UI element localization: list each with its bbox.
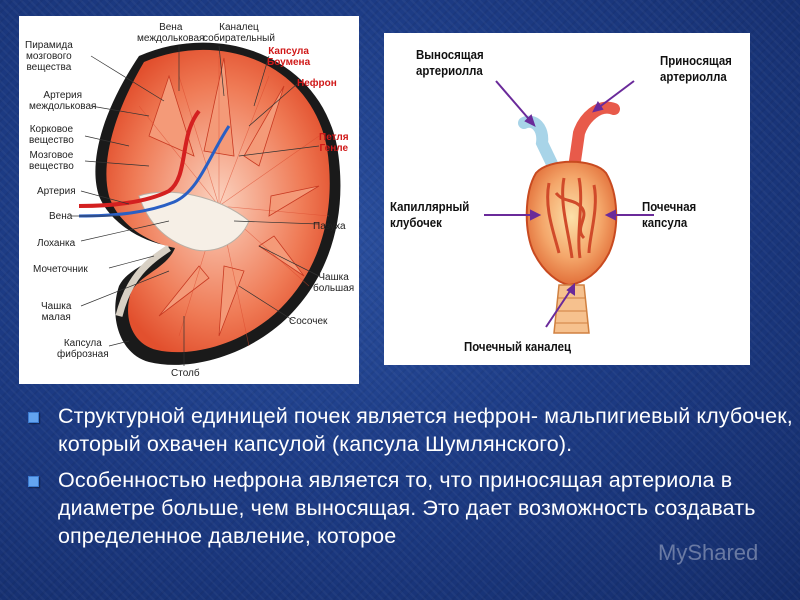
label-major-calyx: Чашка большая [313, 272, 355, 294]
label-collecting-duct: Каналец собирательный [203, 22, 275, 44]
bullet-text-1: Структурной единицей почек является нефр… [58, 404, 793, 456]
bullet-list: Структурной единицей почек является нефр… [26, 402, 796, 558]
label-medulla: Мозговое вещество [29, 150, 74, 172]
efferent-arteriole-shape [518, 115, 560, 174]
label-efferent-arteriole: Выносящая артериолла [416, 47, 484, 78]
label-minor-calyx: Чашка малая [41, 301, 72, 323]
nephron-diagram: Выносящая артериолла Приносящая артериол… [384, 33, 750, 365]
pyramid-6 [218, 265, 245, 337]
bullet-marker-icon [28, 412, 39, 423]
label-papilla: Сосочек [289, 316, 328, 327]
bullet-text-2: Особенностью нефрона является то, что пр… [58, 468, 756, 548]
bullet-item-2: Особенностью нефрона является то, что пр… [26, 466, 796, 550]
label-henle-loop: Петля Генле [319, 132, 349, 154]
label-renal-tubule: Почечный каналец [464, 339, 572, 354]
label-nephron: Нефрон [297, 78, 337, 89]
nephron-illustration [484, 80, 654, 334]
pyramid-1 [148, 74, 195, 157]
ureter-vessel [115, 245, 171, 317]
label-capillary-glomerulus: Капиллярный клубочек [390, 199, 470, 230]
label-afferent-arteriole: Приносящая артериолла [660, 53, 732, 84]
label-pyramid: Пирамида мозгового вещества [25, 40, 73, 73]
bullet-marker-icon [28, 476, 39, 487]
label-fibrous-capsule: Капсула фиброзная [57, 338, 109, 360]
artery-vessel [78, 109, 201, 208]
pyramid-5 [258, 235, 305, 277]
label-ureter: Мочеточник [33, 264, 88, 275]
renal-sinus-shape [138, 191, 250, 252]
afferent-arteriole-shape [568, 101, 620, 174]
label-renal-capsule: Почечная капсула [642, 199, 697, 230]
label-interlobar-vein: Вена междольковая [137, 22, 205, 44]
label-cortex: Корковое вещество [29, 124, 74, 146]
renal-tubule-shape [553, 284, 590, 334]
vein-vessel [78, 125, 231, 218]
pyramid-3 [243, 85, 285, 167]
renal-capsule-shape [525, 160, 618, 287]
label-pelvis: Лоханка [37, 238, 76, 249]
kidney-diagram: Пирамида мозгового вещества Вена междоль… [19, 16, 359, 384]
bullet-item-1: Структурной единицей почек является нефр… [26, 402, 796, 458]
label-vein: Вена [49, 211, 73, 222]
label-artery: Артерия [37, 186, 76, 197]
pyramid-4 [268, 185, 320, 217]
label-column: Столб [171, 368, 200, 379]
label-interlobar-artery: Артерия междольковая [29, 90, 97, 112]
kidney-illustration [71, 42, 341, 366]
watermark: MyShared [658, 540, 759, 565]
label-bowman-capsule: Капсула Боумена [267, 46, 311, 68]
label-sinus: Пазуха [313, 221, 346, 232]
